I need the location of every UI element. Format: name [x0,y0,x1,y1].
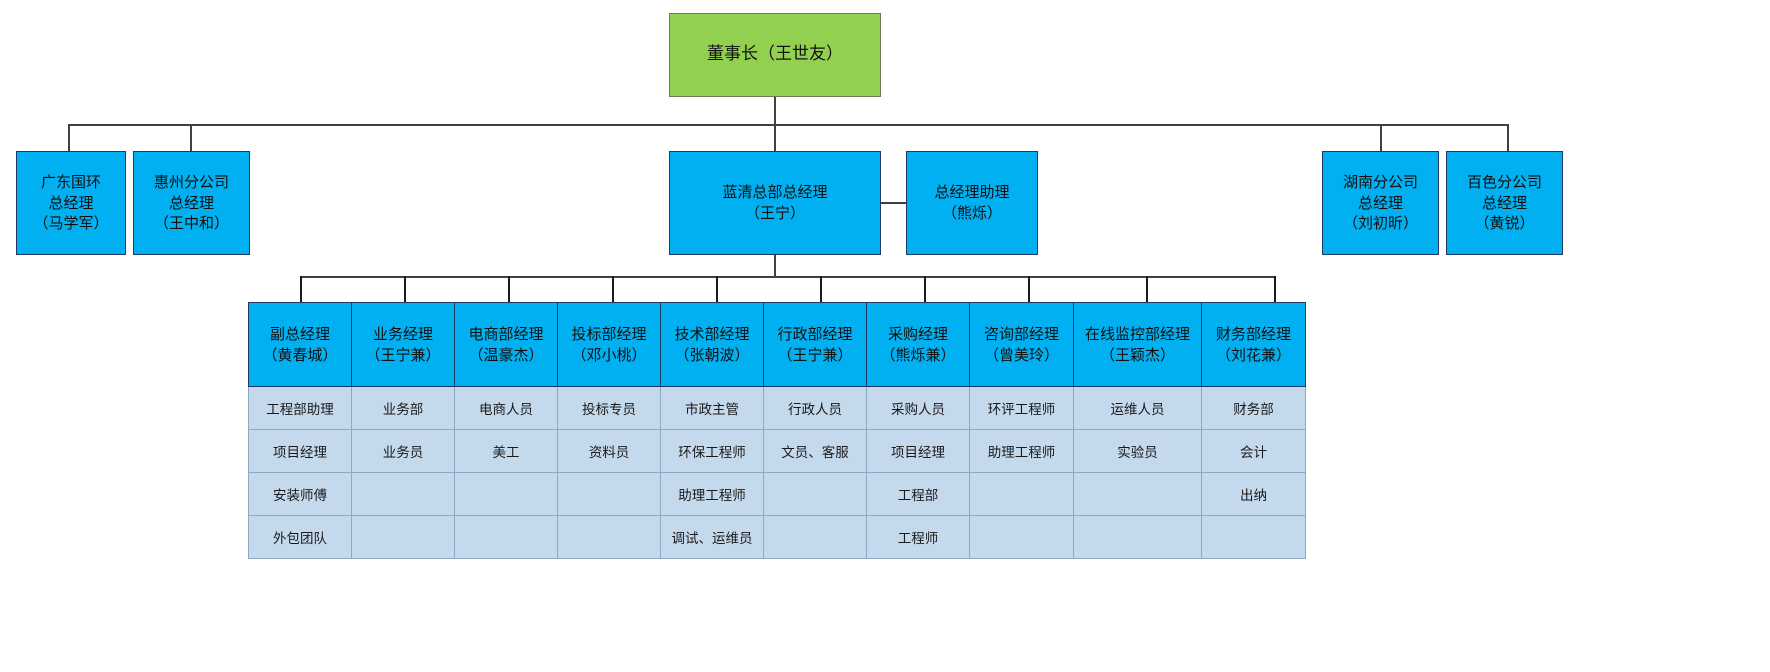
connector-chairman-stem [774,97,776,125]
node-chairman[interactable]: 董事长（王世友） [669,13,881,97]
staff-cell-r4-c1[interactable]: 外包团队 [248,515,352,559]
connector-drop-dept-3 [508,276,510,302]
staff-cell-r4-c2 [351,515,455,559]
connector-department-bus [300,276,1276,278]
staff-cell-r1-c3[interactable]: 电商人员 [454,386,558,430]
staff-cell-r2-c3[interactable]: 美工 [454,429,558,473]
node-hunan-branch-gm[interactable]: 湖南分公司 总经理 （刘初昕） [1322,151,1439,255]
connector-drop-dept-2 [404,276,406,302]
staff-cell-r3-c3 [454,472,558,516]
dept-manager-cell-9[interactable]: 在线监控部经理 （王颖杰） [1073,302,1202,387]
staff-cell-r1-c4[interactable]: 投标专员 [557,386,661,430]
staff-cell-r1-c2[interactable]: 业务部 [351,386,455,430]
staff-cell-r4-c7[interactable]: 工程师 [866,515,970,559]
staff-cell-r1-c10[interactable]: 财务部 [1201,386,1306,430]
staff-cell-r3-c2 [351,472,455,516]
staff-cell-r3-c6 [763,472,867,516]
staff-cell-r4-c3 [454,515,558,559]
connector-drop-huizhou [190,124,192,151]
connector-level2-bus [68,124,1509,126]
connector-drop-dept-5 [716,276,718,302]
connector-drop-dept-7 [924,276,926,302]
staff-cell-r4-c4 [557,515,661,559]
connector-drop-dept-9 [1146,276,1148,302]
connector-drop-guangdong [68,124,70,151]
dept-manager-cell-8[interactable]: 咨询部经理 （曾美玲） [969,302,1074,387]
connector-drop-lanqing [774,124,776,151]
dept-manager-cell-6[interactable]: 行政部经理 （王宁兼） [763,302,867,387]
staff-row: 工程部助理业务部电商人员投标专员市政主管行政人员采购人员环评工程师运维人员财务部 [248,386,1306,430]
connector-drop-dept-6 [820,276,822,302]
staff-cell-r3-c4 [557,472,661,516]
staff-cell-r4-c9 [1073,515,1202,559]
staff-cell-r2-c6[interactable]: 文员、客服 [763,429,867,473]
connector-hq-stem-down [774,255,776,277]
staff-cell-r1-c1[interactable]: 工程部助理 [248,386,352,430]
connector-drop-hunan [1380,124,1382,151]
staff-cell-r3-c8 [969,472,1074,516]
staff-cell-r3-c10[interactable]: 出纳 [1201,472,1306,516]
connector-drop-dept-4 [612,276,614,302]
staff-cell-r2-c1[interactable]: 项目经理 [248,429,352,473]
dept-manager-cell-3[interactable]: 电商部经理 （温豪杰） [454,302,558,387]
staff-row: 外包团队 调试、运维员 工程师 [248,515,1306,559]
staff-row: 安装师傅 助理工程师 工程部 出纳 [248,472,1306,516]
dept-manager-cell-4[interactable]: 投标部经理 （邓小桃） [557,302,661,387]
staff-cell-r4-c8 [969,515,1074,559]
staff-cell-r4-c5[interactable]: 调试、运维员 [660,515,764,559]
connector-drop-dept-10 [1274,276,1276,302]
dept-manager-cell-1[interactable]: 副总经理 （黄春城） [248,302,352,387]
connector-drop-dept-8 [1028,276,1030,302]
staff-cell-r2-c5[interactable]: 环保工程师 [660,429,764,473]
staff-row: 项目经理业务员美工资料员环保工程师文员、客服项目经理助理工程师实验员会计 [248,429,1306,473]
staff-cell-r1-c6[interactable]: 行政人员 [763,386,867,430]
dept-manager-cell-2[interactable]: 业务经理 （王宁兼） [351,302,455,387]
staff-cell-r2-c8[interactable]: 助理工程师 [969,429,1074,473]
staff-cell-r2-c4[interactable]: 资料员 [557,429,661,473]
node-gm-assistant[interactable]: 总经理助理 （熊烁） [906,151,1038,255]
staff-cell-r3-c9 [1073,472,1202,516]
node-lanqing-hq-gm[interactable]: 蓝清总部总经理 （王宁） [669,151,881,255]
connector-drop-baise [1507,124,1509,151]
node-huizhou-branch-gm[interactable]: 惠州分公司 总经理 （王中和） [133,151,250,255]
staff-cell-r4-c10 [1201,515,1306,559]
staff-cell-r4-c6 [763,515,867,559]
staff-cell-r1-c9[interactable]: 运维人员 [1073,386,1202,430]
staff-cell-r2-c2[interactable]: 业务员 [351,429,455,473]
node-baise-branch-gm[interactable]: 百色分公司 总经理 （黄锐） [1446,151,1563,255]
staff-cell-r1-c7[interactable]: 采购人员 [866,386,970,430]
staff-cell-r3-c5[interactable]: 助理工程师 [660,472,764,516]
connector-hq-to-assistant [881,202,906,204]
staff-cell-r2-c9[interactable]: 实验员 [1073,429,1202,473]
staff-cell-r2-c10[interactable]: 会计 [1201,429,1306,473]
department-header-row: 副总经理 （黄春城）业务经理 （王宁兼）电商部经理 （温豪杰）投标部经理 （邓小… [248,302,1306,387]
connector-drop-dept-1 [300,276,302,302]
node-guangdong-gm[interactable]: 广东国环 总经理 （马学军） [16,151,126,255]
staff-cell-r3-c7[interactable]: 工程部 [866,472,970,516]
dept-manager-cell-10[interactable]: 财务部经理 （刘花兼） [1201,302,1306,387]
staff-cell-r3-c1[interactable]: 安装师傅 [248,472,352,516]
staff-cell-r1-c5[interactable]: 市政主管 [660,386,764,430]
dept-manager-cell-5[interactable]: 技术部经理 （张朝波） [660,302,764,387]
staff-cell-r2-c7[interactable]: 项目经理 [866,429,970,473]
dept-manager-cell-7[interactable]: 采购经理 （熊烁兼） [866,302,970,387]
staff-cell-r1-c8[interactable]: 环评工程师 [969,386,1074,430]
department-matrix: 副总经理 （黄春城）业务经理 （王宁兼）电商部经理 （温豪杰）投标部经理 （邓小… [248,302,1306,559]
